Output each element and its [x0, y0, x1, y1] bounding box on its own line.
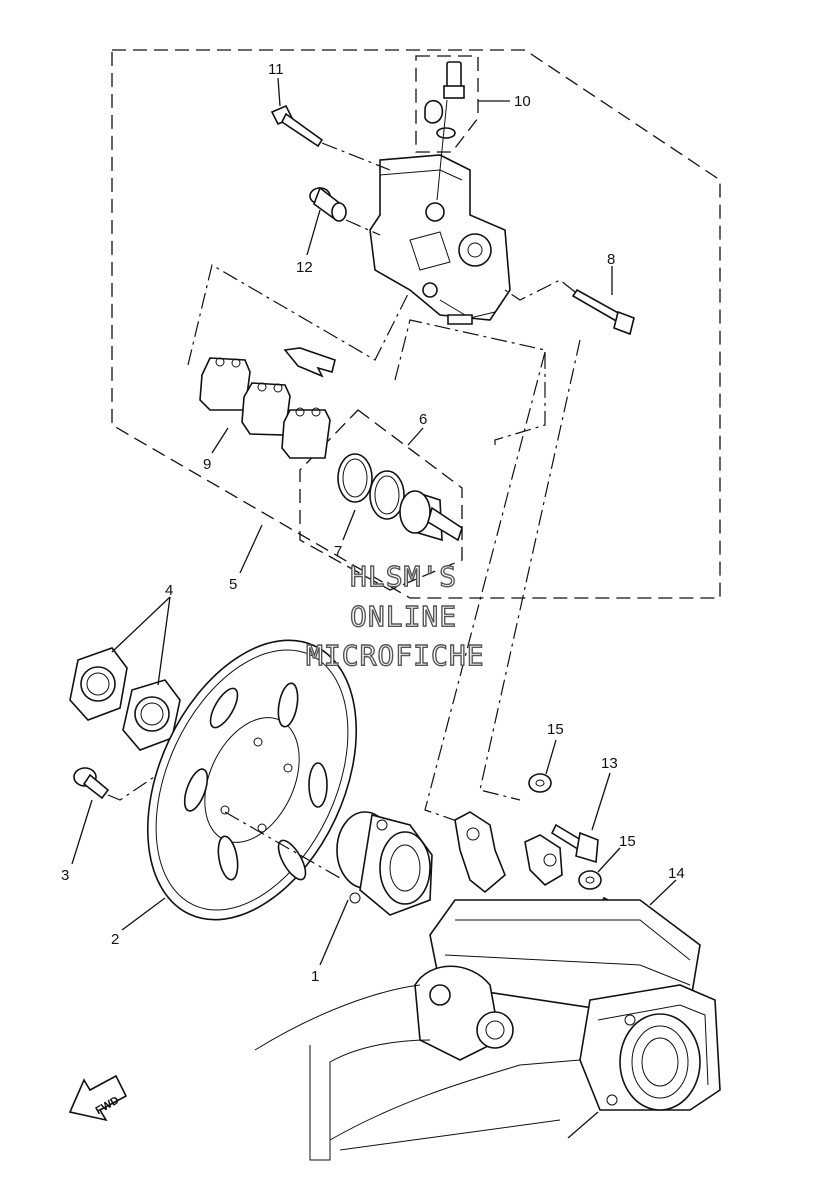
brake-pads: [199, 357, 331, 459]
callout-1: 1: [311, 968, 319, 985]
callout-5: 5: [229, 576, 237, 593]
callout-2: 2: [111, 931, 119, 948]
disc-bolt: [73, 767, 161, 801]
callout-14: 14: [668, 865, 685, 882]
callout-13: 13: [601, 755, 618, 772]
callout-7: 7: [334, 543, 342, 560]
brake-disc: [146, 639, 358, 921]
callout-6: 6: [419, 411, 427, 428]
watermark-line-2: ONLINE: [350, 600, 457, 633]
caliper-small-screw: [447, 314, 473, 325]
caliper-body: [369, 154, 511, 321]
bleed-screw: [424, 61, 465, 201]
bracket-bolt-13: [550, 823, 599, 864]
caliper-bolt-8: [504, 279, 635, 336]
piston: [399, 490, 463, 542]
washer-lower: [578, 870, 602, 890]
watermark-line-1: HLSM'S: [350, 560, 457, 593]
pad-spring: [283, 347, 336, 378]
nut-pair: [69, 647, 181, 751]
fwd-arrow: FWD: [68, 1074, 128, 1122]
washer-upper: [528, 773, 552, 793]
watermark-line-3: MICROFICHE: [306, 639, 485, 672]
arrow-left-down-icon: [68, 1074, 128, 1122]
bleed-screw-boundary: [415, 55, 479, 153]
callout-4: 4: [165, 582, 173, 599]
caliper-to-bracket-leader-2: [424, 351, 546, 823]
callout-leaders: [71, 77, 677, 966]
piston-group-boundary: [299, 409, 463, 591]
piston-leader: [394, 319, 546, 445]
caliper-assembly-boundary: [111, 49, 721, 599]
caliper-bolt-11: [270, 104, 391, 171]
callout-8: 8: [607, 251, 615, 268]
callout-9: 9: [203, 456, 211, 473]
swingarm: [254, 899, 721, 1161]
caliper-bracket: [454, 811, 563, 894]
watermark: HLSM'S ONLINE MICROFICHE: [305, 559, 485, 672]
callout-10: 10: [514, 93, 531, 110]
caliper-to-bracket-leader: [479, 339, 581, 801]
caliper-pin-12: [309, 186, 381, 236]
pad-leader: [187, 264, 411, 366]
callout-11: 11: [268, 61, 284, 78]
disc-hub: [336, 811, 433, 916]
callout-12: 12: [296, 259, 313, 276]
callout-15-upper: 15: [547, 721, 564, 738]
piston-seals: [337, 453, 405, 520]
callout-15-lower: 15: [619, 833, 636, 850]
callout-3: 3: [61, 867, 69, 884]
